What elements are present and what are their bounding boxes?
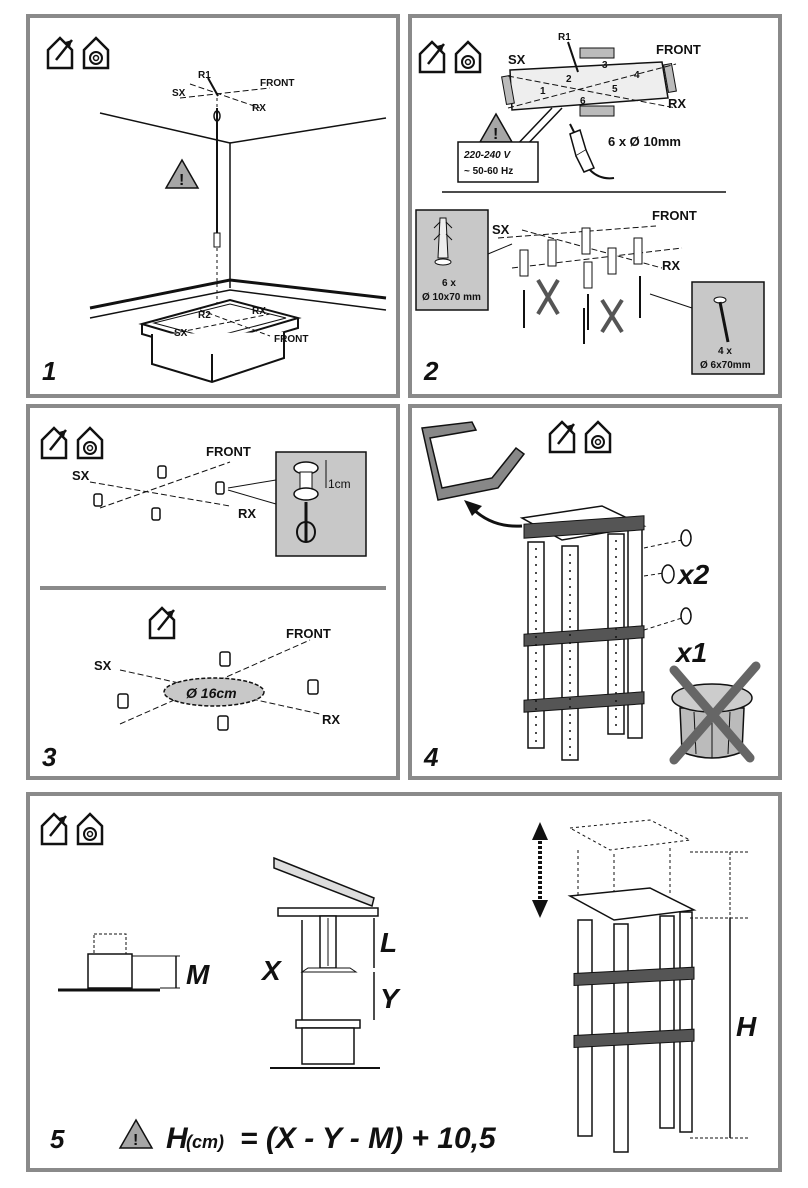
formula-unit: (cm)	[186, 1132, 224, 1152]
p5-y-label: Y	[380, 983, 401, 1014]
house-arrow-icon	[40, 426, 68, 460]
p2-screw-size: Ø 6x70mm	[700, 360, 751, 371]
house-spiral-icon	[82, 36, 110, 70]
p3-front-label: FRONT	[206, 444, 251, 459]
p3-rx2-label: RX	[322, 712, 340, 727]
step-5-panel: M X L Y	[26, 792, 782, 1172]
step-5-number: 5	[50, 1124, 65, 1154]
p5-x-label: X	[260, 955, 283, 986]
p1-r2-label: R2	[198, 310, 211, 321]
svg-text:!: !	[133, 1132, 138, 1149]
step-1-panel: R1 SX FRONT RX ! R2 SX RX FRONT 1	[26, 14, 400, 398]
p2-n5: 5	[612, 84, 618, 95]
p3-sx2-label: SX	[94, 658, 112, 673]
warning-icon: !	[478, 112, 514, 143]
house-spiral-icon	[76, 812, 104, 846]
p1-r1-label: R1	[198, 70, 211, 81]
step-2-number: 2	[423, 356, 439, 386]
house-spiral-icon	[76, 426, 104, 460]
drill-icon	[569, 123, 615, 180]
p3-diameter-label: Ø 16cm	[186, 685, 237, 701]
p2-r1-label: R1	[558, 32, 571, 43]
p5-m-label: M	[186, 959, 210, 990]
p1-front2-label: FRONT	[274, 334, 308, 345]
p1-rx2-label: RX	[252, 306, 266, 317]
p5-l-label: L	[380, 927, 397, 958]
p2-screw-qty: 4 x	[718, 346, 732, 357]
p2-rx2-label: RX	[662, 258, 680, 273]
p1-sx-label: SX	[172, 88, 186, 99]
p5-h-label: H	[736, 1011, 757, 1042]
p2-voltage: 220-240 V	[463, 150, 511, 161]
step-4-panel: x2 x1 4	[408, 404, 782, 780]
house-spiral-icon	[454, 40, 482, 74]
p2-frequency: ~ 50-60 Hz	[464, 166, 513, 177]
warning-icon: !	[118, 1118, 154, 1149]
house-arrow-icon	[148, 606, 176, 640]
step-3-number: 3	[42, 742, 57, 772]
p2-front-label: FRONT	[656, 42, 701, 57]
p2-n3: 3	[602, 60, 608, 71]
p4-x1-label: x1	[674, 637, 707, 668]
p2-plug-size: Ø 10x70 mm	[422, 292, 481, 303]
house-arrow-icon	[40, 812, 68, 846]
step-1-number: 1	[42, 356, 56, 386]
p2-rx-label: RX	[668, 96, 686, 111]
step-3-panel: FRONT SX RX 1cm FRON	[26, 404, 400, 780]
p2-drill-spec: 6 x Ø 10mm	[608, 134, 681, 149]
p4-x2-label: x2	[676, 559, 710, 590]
p2-n1: 1	[540, 86, 546, 97]
house-spiral-icon	[584, 420, 612, 454]
house-arrow-icon	[46, 36, 74, 70]
p3-rx-label: RX	[238, 506, 256, 521]
p3-sx-label: SX	[72, 468, 90, 483]
p1-front-label: FRONT	[260, 78, 294, 89]
p1-sx2-label: SX	[174, 328, 188, 339]
p2-n4: 4	[634, 70, 640, 81]
house-arrow-icon	[548, 420, 576, 454]
p1-rx-label: RX	[252, 103, 266, 114]
p2-n2: 2	[566, 74, 572, 85]
formula-lhs: H	[166, 1122, 189, 1155]
formula-rhs: = (X - Y - M) + 10,5	[240, 1122, 497, 1155]
step-4-number: 4	[423, 742, 439, 772]
step-2-panel: R1 SX FRONT RX 1 2 3 4 5 6 ! 220-240 V ~…	[408, 14, 782, 398]
p2-n6: 6	[580, 96, 586, 107]
p2-front2-label: FRONT	[652, 208, 697, 223]
p2-plug-qty: 6 x	[442, 278, 456, 289]
p2-sx2-label: SX	[492, 222, 510, 237]
warning-icon: !	[164, 158, 200, 189]
p3-front2-label: FRONT	[286, 626, 331, 641]
p2-sx-label: SX	[508, 52, 526, 67]
p3-gap-label: 1cm	[328, 477, 351, 491]
svg-text:!: !	[179, 172, 184, 189]
house-arrow-icon	[418, 40, 446, 74]
svg-text:!: !	[493, 126, 498, 143]
